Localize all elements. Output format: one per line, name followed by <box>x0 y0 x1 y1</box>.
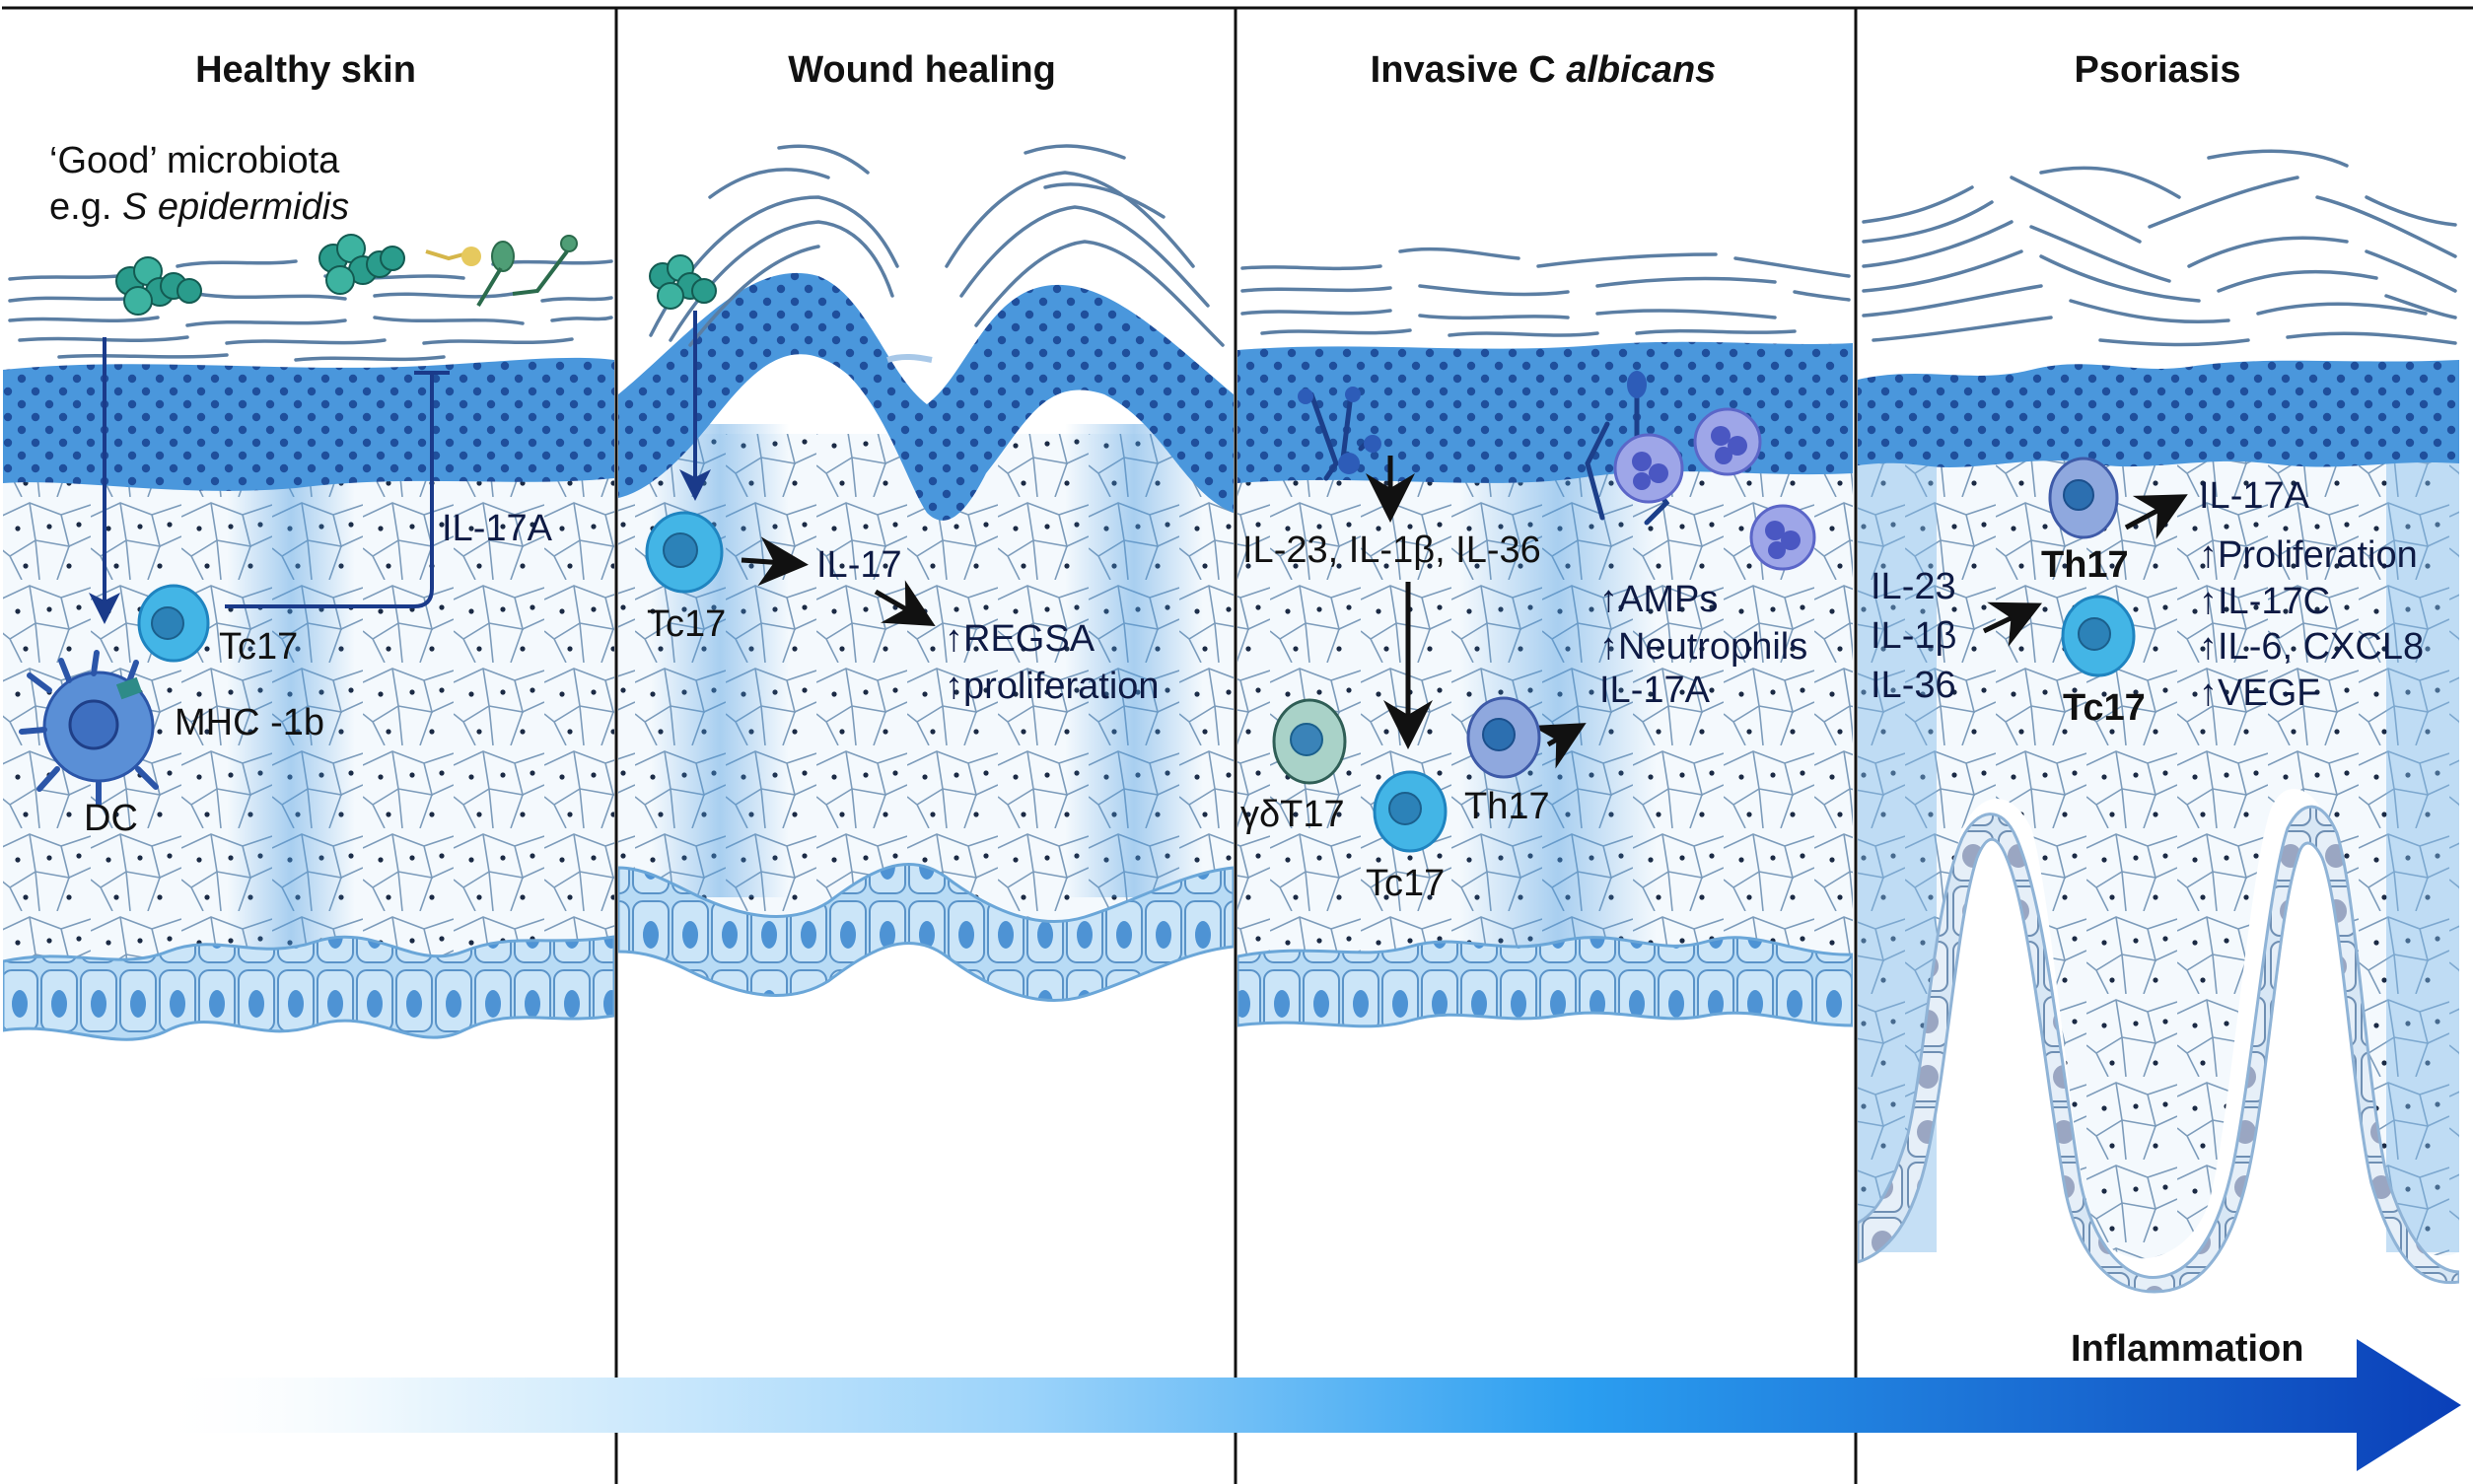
mhc-label: MHC -1b <box>175 702 324 743</box>
basal-layer <box>3 935 614 1041</box>
il1b-label: IL-1β <box>1871 615 1956 657</box>
up-arrow-icon: ↑ <box>2199 672 2218 714</box>
panel-invasive-c-albicans: Invasive C albicans IL-23, IL-1β, IL-36 … <box>1237 49 1853 1028</box>
tc17-label: Tc17 <box>647 603 726 645</box>
tc17-cell-icon <box>645 511 724 594</box>
il6-cxcl8-label: ↑IL-6, CXCL8 <box>2199 626 2424 668</box>
microbiota-example-label: e.g. S epidermidis <box>49 186 349 228</box>
inflammation-arrow <box>148 1339 2461 1471</box>
tc17-cell-icon <box>137 584 210 663</box>
basal-layer <box>618 862 1234 1002</box>
tc17-label: Tc17 <box>219 626 298 668</box>
proliferation-text: proliferation <box>963 666 1160 707</box>
panel-healthy-skin: Healthy skin ‘Good’ microbiota e.g. S ep… <box>3 49 614 1041</box>
th17-label: Th17 <box>1464 786 1550 827</box>
panel-psoriasis: Psoriasis IL-23 IL-1β IL-36 Th17 Tc17 IL… <box>1858 49 2459 1294</box>
tc17-cell-icon <box>2061 595 2136 677</box>
dc-label: DC <box>84 798 138 839</box>
stratum-corneum <box>1862 149 2457 347</box>
inflammation-band <box>2386 434 2459 1252</box>
signal-arrow <box>874 580 936 626</box>
regsa-label: ↑REGSA <box>945 618 1095 660</box>
neutrophils-label: ↑Neutrophils <box>1599 626 1807 668</box>
proliferation-label: ↑Proliferation <box>2199 534 2418 576</box>
inhibition-line <box>225 373 434 608</box>
il36-label: IL-36 <box>1871 665 1956 706</box>
signal-arrow <box>741 536 809 587</box>
basal-layer <box>1237 936 1853 1028</box>
th17-cell-icon <box>2048 457 2119 539</box>
up-arrow-icon: ↑ <box>2199 534 2218 576</box>
il23-label: IL-23 <box>1871 566 1956 607</box>
inflammation-band <box>1065 424 1203 897</box>
title-prefix: Invasive C <box>1371 49 1567 91</box>
up-arrow-icon: ↑ <box>2199 581 2218 622</box>
cytokines-label: IL-23, IL-1β, IL-36 <box>1242 530 1541 571</box>
il17a-label: IL-17A <box>442 508 553 549</box>
regsa-text: REGSA <box>963 618 1095 660</box>
tc17-label: Tc17 <box>1366 863 1445 904</box>
neutrophils-text: Neutrophils <box>1618 626 1807 668</box>
panel-title: Invasive C albicans <box>1371 49 1717 91</box>
vegf-label: ↑VEGF <box>2199 672 2319 714</box>
il17a-label: IL-17A <box>2199 475 2310 517</box>
th17-label: Th17 <box>2041 544 2129 586</box>
gdt17-label: γδT17 <box>1240 794 1345 835</box>
granular-layer <box>1858 360 2459 467</box>
neutrophil-icon <box>1749 504 1816 571</box>
proliferation-label: ↑proliferation <box>945 666 1160 707</box>
microbe-cluster-icon <box>318 234 405 295</box>
neutrophil-icon <box>1613 433 1684 504</box>
signal-arrow <box>2124 494 2188 539</box>
panel-title: Psoriasis <box>2075 49 2241 91</box>
tc17-cell-icon <box>1373 770 1448 853</box>
up-arrow-icon: ↑ <box>945 618 963 660</box>
up-arrow-icon: ↑ <box>945 666 963 707</box>
fungus-hypha-icon <box>425 235 578 308</box>
panel-wound-healing: Wound healing Tc17 IL-17 ↑REGSA ↑prolife… <box>618 49 1234 1002</box>
granular-layer <box>1237 341 1853 483</box>
inflammation-band <box>227 473 355 986</box>
il17-label: IL-17 <box>816 544 902 586</box>
wound-gap <box>886 354 933 363</box>
signal-arrow <box>1530 723 1587 769</box>
up-arrow-icon: ↑ <box>1599 626 1618 668</box>
il17c-text: IL-17C <box>2218 581 2330 622</box>
amps-label: ↑AMPs <box>1599 579 1718 620</box>
th17-cell-icon <box>1466 696 1541 779</box>
granular-layer <box>618 272 1234 521</box>
neutrophil-icon <box>1693 407 1762 476</box>
microbiota-label: ‘Good’ microbiota <box>49 140 340 181</box>
il17c-label: ↑IL-17C <box>2199 581 2330 622</box>
stratum-corneum <box>649 144 1225 347</box>
microbe-cluster-icon <box>115 256 202 316</box>
example-prefix: e.g. <box>49 186 122 228</box>
species-name: albicans <box>1566 49 1716 91</box>
proliferation-text: Proliferation <box>2218 534 2418 576</box>
amps-text: AMPs <box>1618 579 1718 620</box>
microbe-cluster-icon <box>649 254 717 310</box>
il6-text: IL-6, CXCL8 <box>2218 626 2424 668</box>
candida-hyphae-icon <box>1298 371 1670 526</box>
tc17-label: Tc17 <box>2063 687 2146 729</box>
il17a-label: IL-17A <box>1599 670 1711 711</box>
panel-title: Healthy skin <box>195 49 416 91</box>
dendritic-cell-icon <box>19 650 159 807</box>
species-name: S epidermidis <box>122 186 349 228</box>
panel-title: Wound healing <box>788 49 1056 91</box>
up-arrow-icon: ↑ <box>1599 579 1618 620</box>
inflammation-band <box>651 424 789 897</box>
vegf-text: VEGF <box>2218 672 2319 714</box>
gdt17-cell-icon <box>1272 698 1347 785</box>
signal-arrow <box>1982 601 2043 647</box>
up-arrow-icon: ↑ <box>2199 626 2218 668</box>
stratum-corneum <box>1240 247 1851 337</box>
elongated-rete-ridges <box>1858 805 2459 1294</box>
inflammation-label: Inflammation <box>2071 1328 2303 1370</box>
granular-layer <box>3 357 614 491</box>
